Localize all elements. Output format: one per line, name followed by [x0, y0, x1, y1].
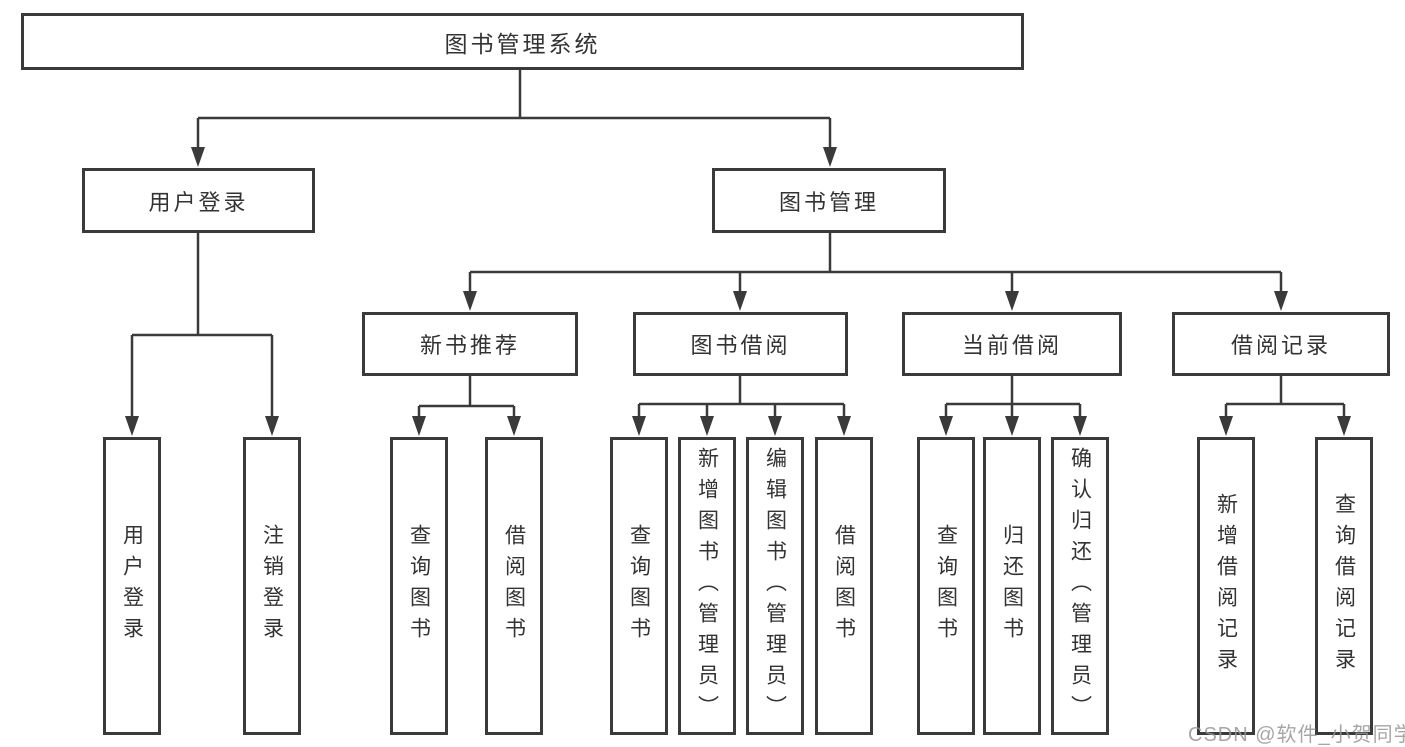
leaf-borrow-query-book: 查询图书: [610, 437, 668, 735]
leaf-edit-book-admin: 编辑图书（管理员）: [746, 437, 804, 735]
node-system-root: 图书管理系统: [21, 13, 1024, 70]
leaf-query-borrow-record: 查询借阅记录: [1315, 437, 1373, 735]
node-current-borrow: 当前借阅: [902, 312, 1122, 376]
node-book-management: 图书管理: [712, 168, 946, 233]
leaf-current-query-book: 查询图书: [917, 437, 975, 735]
csdn-watermark: CSDN @软件_小贺同学: [1188, 724, 1405, 746]
node-user-login: 用户登录: [82, 168, 315, 233]
leaf-add-book-admin: 新增图书（管理员）: [678, 437, 736, 735]
leaf-return-book: 归还图书: [983, 437, 1041, 735]
leaf-recommend-borrow-book: 借阅图书: [485, 437, 543, 735]
arrowheads: [125, 147, 1351, 436]
leaf-user-login: 用户登录: [103, 437, 161, 735]
leaf-add-borrow-record: 新增借阅记录: [1197, 437, 1255, 735]
leaf-confirm-return-admin: 确认归还（管理员）: [1051, 437, 1109, 735]
leaf-recommend-query-book: 查询图书: [390, 437, 448, 735]
node-borrow-records: 借阅记录: [1172, 312, 1390, 376]
leaf-logout: 注销登录: [243, 437, 301, 735]
node-book-borrow: 图书借阅: [633, 312, 848, 376]
leaf-borrow-book: 借阅图书: [815, 437, 873, 735]
node-new-book-recommend: 新书推荐: [362, 312, 578, 376]
